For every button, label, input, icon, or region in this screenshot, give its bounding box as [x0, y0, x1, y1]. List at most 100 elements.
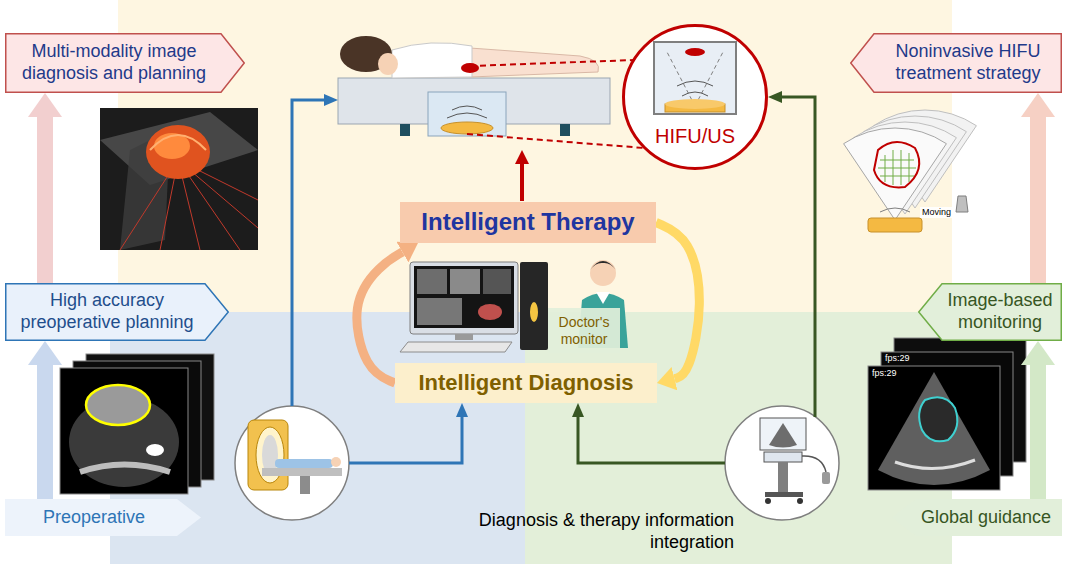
render-3d-part: [146, 125, 210, 179]
workstation-part: [410, 262, 518, 334]
frame-rate-label: fps:29: [885, 353, 910, 364]
shape-outline: [919, 284, 1062, 341]
zoom-circle: HIFU/US: [622, 24, 768, 170]
shape-outline: [548, 308, 620, 353]
mri-scanner-part: [235, 406, 349, 520]
stage-arrow: [1030, 365, 1046, 499]
workstation-part: [417, 298, 462, 325]
render-3d: [100, 108, 258, 250]
zoom-lines: [467, 60, 644, 148]
patient-figure: [340, 36, 599, 78]
transducer-sketch: [685, 48, 705, 56]
patient-figure-part: [461, 63, 479, 73]
scan-fan-part: [878, 150, 916, 185]
scan-fan-part-part: [880, 160, 914, 161]
ultrasound-cart: [725, 406, 839, 520]
scan-fan-part: [880, 208, 910, 212]
ultrasound-frames: [868, 338, 1026, 490]
shape-outline: [395, 363, 657, 403]
node-text: Global guidance: [918, 507, 1054, 529]
node-text: Noninvasive HIFU treatment strategy: [880, 41, 1056, 84]
ultrasound-frames-part: [868, 366, 1000, 490]
transducer-sketch: [695, 52, 723, 106]
node-text: Intelligent Diagnosis: [418, 370, 633, 396]
stage-tag: Image-based monitoring: [918, 283, 1062, 341]
transducer-sketch: [654, 42, 736, 114]
stage-tag: Noninvasive HIFU treatment strategy: [850, 33, 1062, 93]
ultrasound-cart-part: [797, 498, 803, 504]
node-text: HIFU/US: [655, 124, 735, 148]
stage-tag: High accuracy preoperative planning: [5, 283, 229, 341]
mri-scanner-part: [331, 457, 341, 467]
patient-table: [338, 78, 610, 136]
mri-slices: [60, 354, 214, 494]
workstation: [400, 262, 548, 352]
mri-slices-part: [146, 444, 164, 456]
frame-rate-label: fps:29: [872, 368, 897, 379]
caption-label: Diagnosis & therapy information integrat…: [412, 510, 734, 553]
patient-table-part: [428, 92, 506, 136]
shape-outline: [851, 34, 1062, 93]
patient-table-part: [452, 106, 482, 110]
render-3d-part: [100, 108, 258, 250]
overlay-label: Moving: [920, 207, 953, 218]
doctor-figure-part: [596, 292, 610, 304]
shape-outline: [5, 499, 201, 536]
node-text: High accuracy preoperative planning: [11, 290, 203, 333]
shape-outline: [622, 24, 768, 170]
transducer-sketch: [667, 52, 695, 106]
render-3d-part: [100, 112, 258, 185]
ultrasound-cart-part: [764, 452, 802, 462]
background-panels: [110, 0, 952, 564]
scan-fan-part: [874, 142, 919, 187]
patient-table-part: [441, 122, 493, 134]
stage-arrow: [1030, 117, 1046, 283]
workstation-part: [417, 269, 447, 294]
workstation-part: [483, 269, 511, 294]
guide-arrows-part: [292, 100, 324, 406]
node-text: Doctor's monitor: [551, 314, 617, 348]
shape-outline: [400, 202, 656, 243]
operator-tag: Doctor's monitor: [548, 308, 620, 353]
zoom-lines-part: [467, 134, 644, 148]
patient-table-part: [447, 113, 487, 118]
workstation-part: [520, 262, 548, 350]
scan-fan: [844, 110, 977, 232]
shape-outline: [6, 284, 229, 341]
scan-fan-part-part: [878, 168, 916, 169]
render-3d-part: [154, 133, 190, 159]
mri-scanner-part: [300, 476, 310, 494]
core-box: Intelligent Diagnosis: [395, 363, 657, 403]
doctor-figure-part: [590, 260, 616, 286]
workstation-part: [530, 302, 538, 322]
mri-scanner-part: [262, 468, 342, 476]
workstation-part: [455, 334, 473, 340]
workstation-part: [450, 269, 480, 294]
ultrasound-cart-part: [765, 492, 803, 497]
patient-figure-part: [470, 48, 599, 77]
patient-table-part: [400, 124, 410, 136]
render-3d-part: [150, 135, 206, 150]
mri-scanner: [235, 406, 349, 520]
shape-outline: [624, 26, 767, 169]
zoom-lines-part: [470, 60, 634, 66]
phase-tag: Global guidance: [892, 499, 1062, 536]
patient-figure-part: [392, 43, 472, 78]
core-box: Intelligent Therapy: [400, 202, 656, 243]
node-text: Intelligent Therapy: [421, 208, 634, 237]
ultrasound-frames-part: [919, 397, 957, 441]
transducer-sketch: [682, 92, 708, 96]
ultrasound-cart-part: [760, 418, 806, 450]
shape-outline: [892, 499, 1062, 536]
phase-tag: Preoperative: [5, 499, 201, 536]
mri-slices-part: [86, 385, 150, 425]
guide-arrows-part: [578, 417, 725, 463]
stage-arrow: [37, 117, 53, 283]
ultrasound-cart-part: [769, 423, 797, 448]
guide-arrows-part: [782, 97, 815, 417]
scan-fan-part: [868, 218, 922, 232]
ultrasound-frames-part: [878, 372, 990, 485]
transducer-sketch: [677, 81, 713, 86]
mri-scanner-part: [248, 420, 288, 490]
